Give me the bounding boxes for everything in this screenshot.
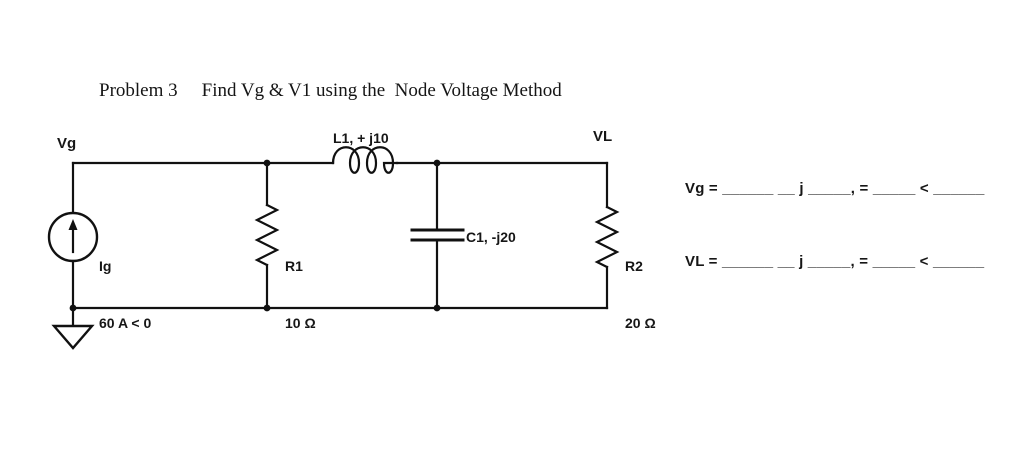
r1-name-label: R1: [285, 258, 303, 274]
r2-value-label: 20 Ω: [625, 315, 656, 331]
inductor-label: L1, + j10: [333, 130, 389, 146]
inductor-l1-coil: [331, 146, 399, 174]
page-title: Problem 3 Find Vg & V1 using the Node Vol…: [80, 58, 562, 124]
r2-name-label: R2: [625, 258, 643, 274]
node-dot: [433, 159, 441, 167]
current-arrow-head: [68, 219, 78, 230]
source-name-label: Ig: [99, 258, 112, 274]
r2-label: R2 20 Ω: [625, 219, 656, 371]
source-value-label: 60 A < 0: [99, 315, 152, 331]
r1-label: R1 10 Ω: [285, 219, 316, 371]
ground-icon: [51, 324, 95, 350]
resistor-r2-zigzag: [594, 205, 620, 269]
node-dot: [433, 304, 441, 312]
resistor-r1-zigzag: [254, 203, 280, 267]
node-dot: [263, 159, 271, 167]
node-dot: [69, 304, 77, 312]
page-title-task: Find Vg & V1 using the Node Voltage Meth…: [201, 80, 562, 101]
node-label-vl: VL: [593, 128, 613, 145]
page-title-problem: Problem 3: [99, 80, 178, 101]
node-label-vg: Vg: [57, 135, 77, 152]
c1-label: C1, -j20: [466, 229, 516, 245]
r1-value-label: 10 Ω: [285, 315, 316, 331]
answer-line-vl: VL = ______ __ j _____, = _____ < ______: [685, 253, 985, 270]
node-dot: [263, 304, 271, 312]
source-label: Ig 60 A < 0: [99, 219, 151, 371]
answer-line-vg: Vg = ______ __ j _____, = _____ < ______: [685, 180, 985, 197]
